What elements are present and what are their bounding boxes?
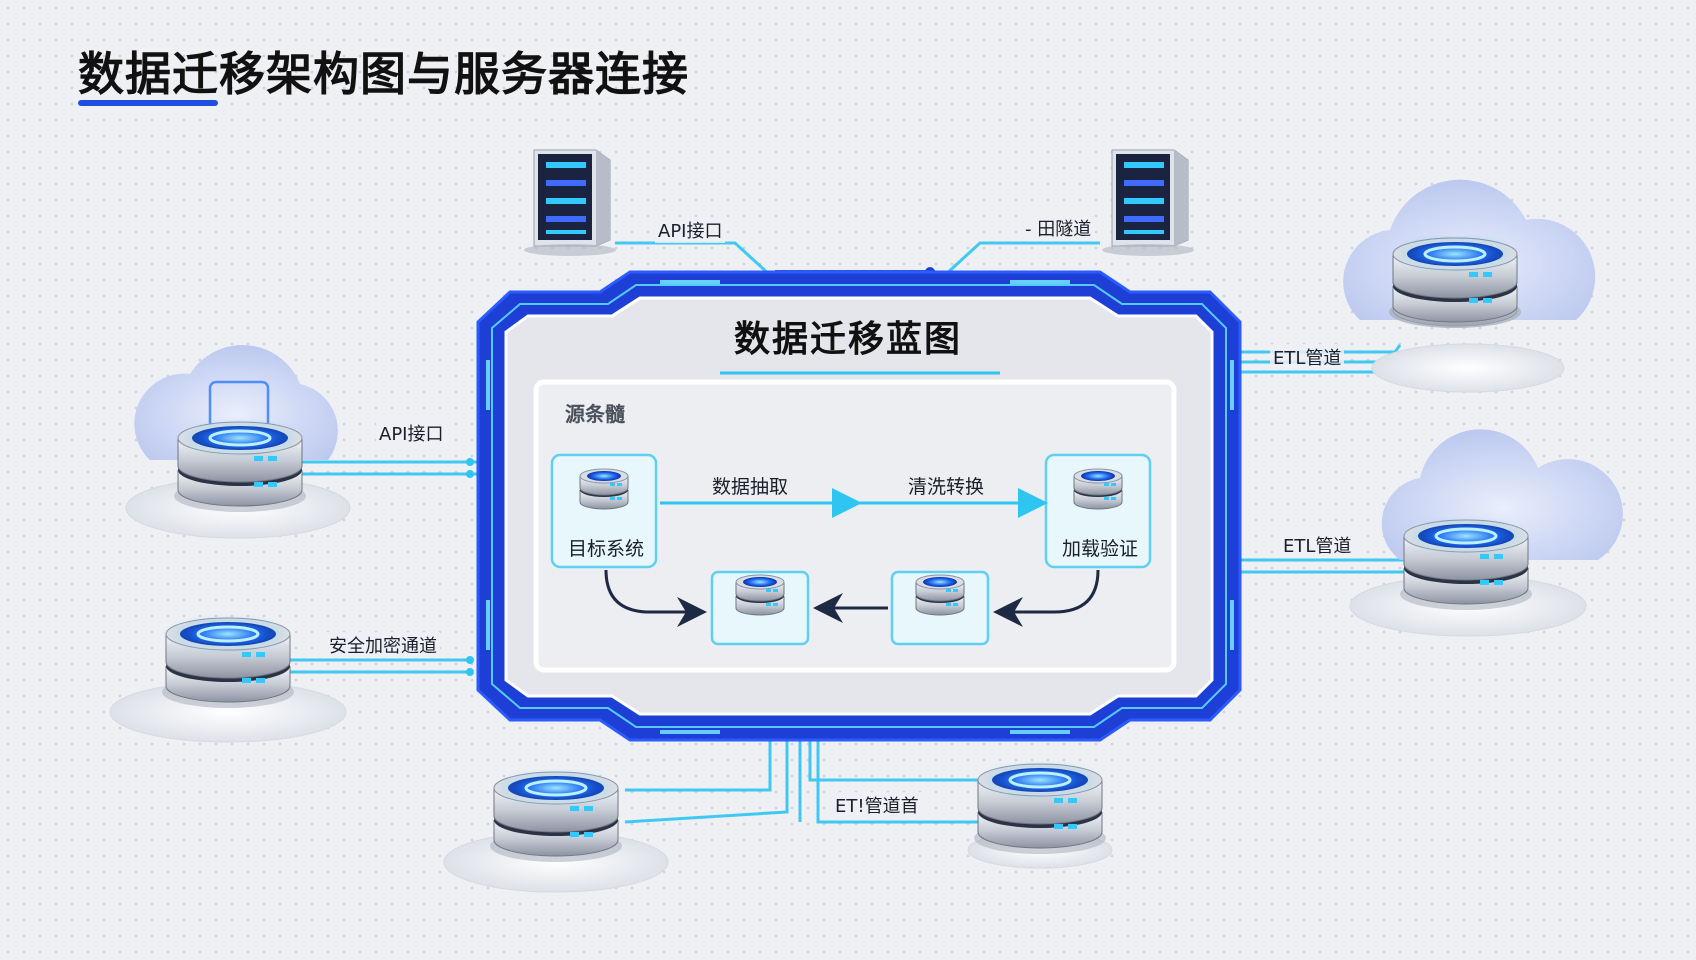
title-underline [78, 100, 218, 106]
flow-label-transform: 清洗转换 [908, 476, 985, 498]
server-tower-left-icon [523, 149, 617, 257]
panel-title: 数据迁移蓝图 [733, 319, 962, 360]
node-label-target: 目标系统 [568, 538, 645, 560]
page-title: 数据迁移架构图与服务器连接 [78, 47, 689, 101]
label-right-top-etl: ETL管道 [1270, 344, 1345, 370]
label-left-low-secure: 安全加密通道 [326, 632, 440, 658]
cloud-db-right-mid [1349, 429, 1623, 637]
db-bottom-right [967, 764, 1113, 869]
db-left-low [109, 618, 347, 743]
section-label: 源条髓 [565, 402, 625, 426]
process-nodes [550, 453, 1152, 646]
cloud-db-right-top [1343, 179, 1596, 393]
flow-label-extract: 数据抽取 [712, 476, 789, 498]
label-right-mid-etl: ETL管道 [1280, 532, 1355, 558]
server-tower-right-icon [1101, 149, 1195, 257]
label-left-mid-api: API接口 [376, 420, 447, 446]
label-top-left-api: API接口 [655, 217, 726, 243]
node-label-load-verify: 加载验证 [1062, 538, 1139, 560]
db-bottom-left [443, 772, 669, 893]
flow-arrows [604, 488, 1100, 627]
cloud-db-left-mid [125, 345, 351, 539]
label-bottom-etl: ET!管道首 [832, 792, 922, 818]
label-top-right-tunnel: - 田隧道 [1022, 215, 1095, 241]
